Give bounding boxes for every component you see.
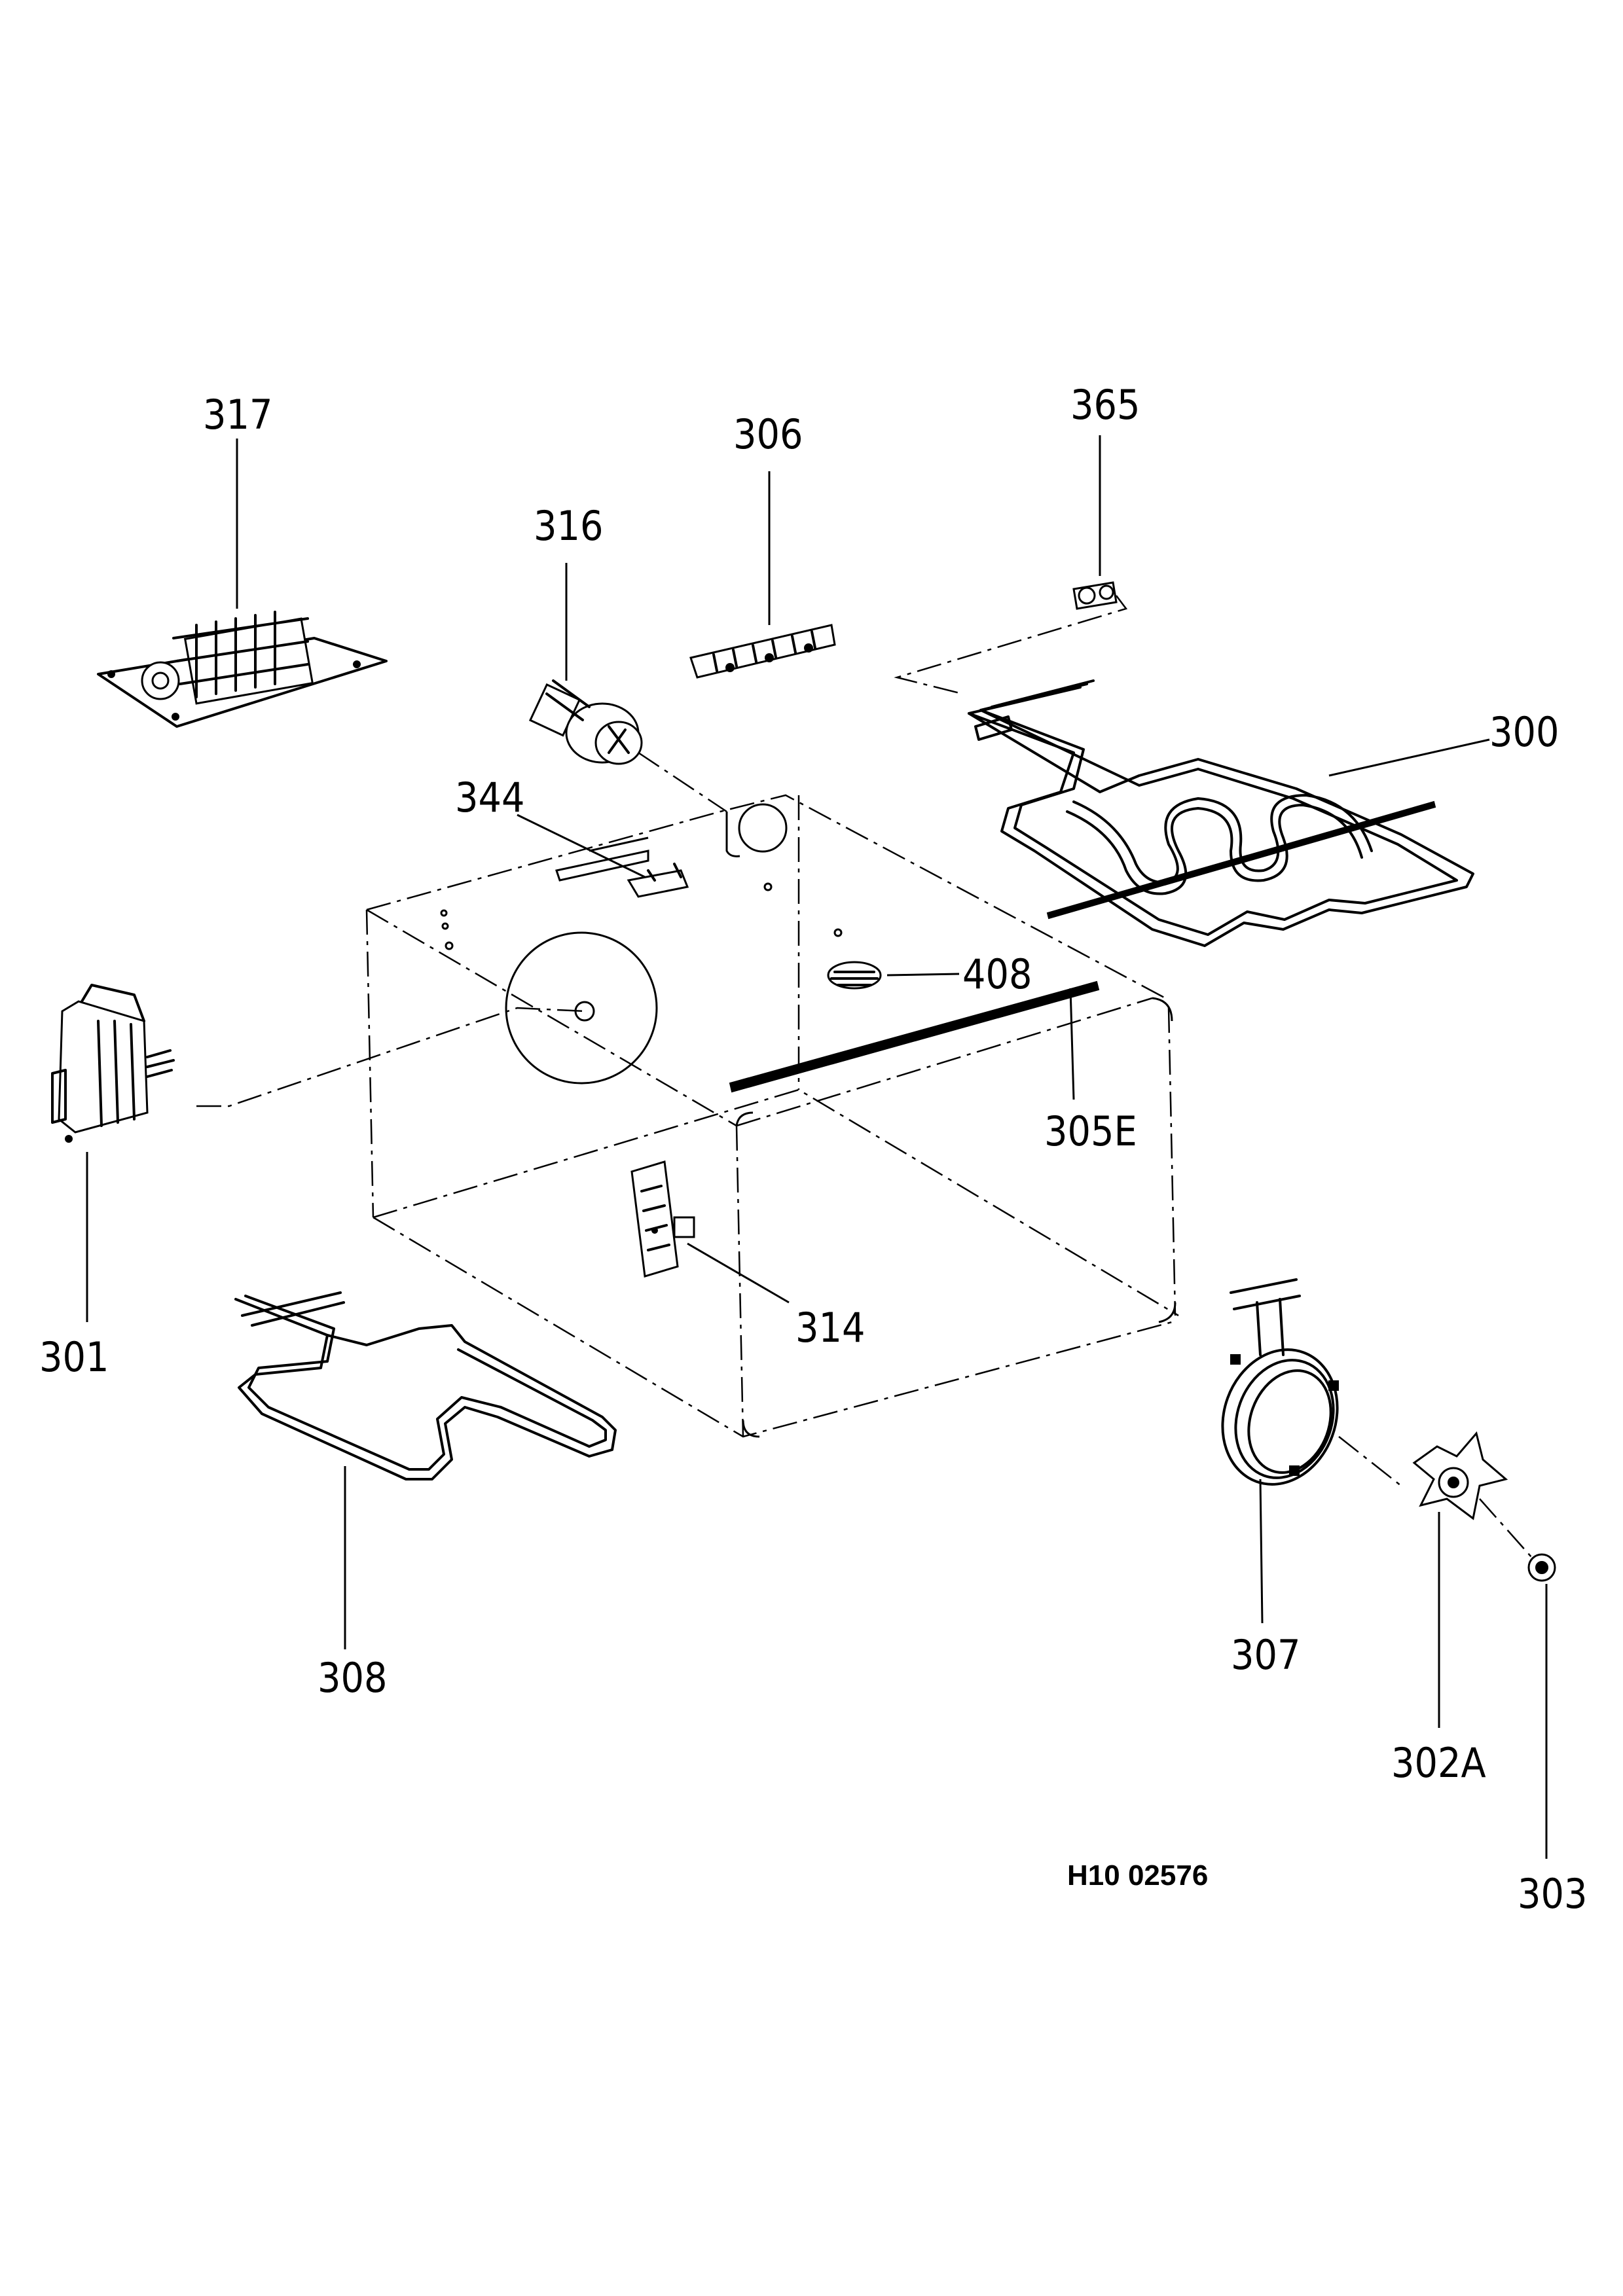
leader-300	[1328, 738, 1490, 777]
label-301: 301	[39, 1333, 109, 1381]
fan-cover-plate	[505, 931, 658, 1085]
label-317: 317	[203, 391, 272, 439]
oven-cavity-outline	[196, 794, 1179, 1438]
label-300: 300	[1489, 708, 1559, 756]
label-307: 307	[1231, 1631, 1300, 1679]
leader-314	[687, 1242, 790, 1304]
lamp-hole	[738, 803, 788, 853]
label-365: 365	[1070, 381, 1140, 429]
door-seal-305E	[729, 980, 1100, 1093]
label-316: 316	[534, 502, 603, 550]
label-305E: 305E	[1044, 1107, 1137, 1155]
grill-element-300	[968, 679, 1474, 947]
fan-axis-line-1	[1338, 1436, 1402, 1486]
terminal-block-306	[689, 624, 836, 679]
leader-305E	[1069, 988, 1075, 1100]
leader-307	[1259, 1479, 1264, 1624]
fan-axis-line-2	[1479, 1498, 1533, 1558]
nut-303	[1527, 1553, 1556, 1582]
leader-344	[517, 814, 646, 878]
lamp-assembly-316	[528, 679, 643, 765]
grease-filter-408	[827, 961, 882, 990]
label-308: 308	[318, 1654, 387, 1702]
label-306: 306	[733, 410, 803, 458]
bracket-344	[627, 863, 689, 898]
label-314: 314	[795, 1304, 865, 1352]
switch-314	[630, 1160, 695, 1278]
lamp-axis-line	[638, 751, 727, 813]
fan-blade-302A	[1412, 1431, 1508, 1520]
circular-element-307	[1221, 1278, 1339, 1486]
label-302A: 302A	[1391, 1739, 1486, 1787]
label-344: 344	[455, 774, 524, 821]
probe-socket-365	[1072, 581, 1118, 610]
drawing-code: H10 02576	[1067, 1859, 1208, 1892]
cooling-fan-317	[97, 611, 388, 728]
leader-408	[886, 973, 960, 977]
probe-axis-line	[894, 595, 1128, 695]
label-408: 408	[962, 950, 1032, 998]
fan-motor-301	[51, 984, 175, 1143]
label-303: 303	[1518, 1870, 1587, 1918]
bottom-element-308	[234, 1291, 617, 1480]
